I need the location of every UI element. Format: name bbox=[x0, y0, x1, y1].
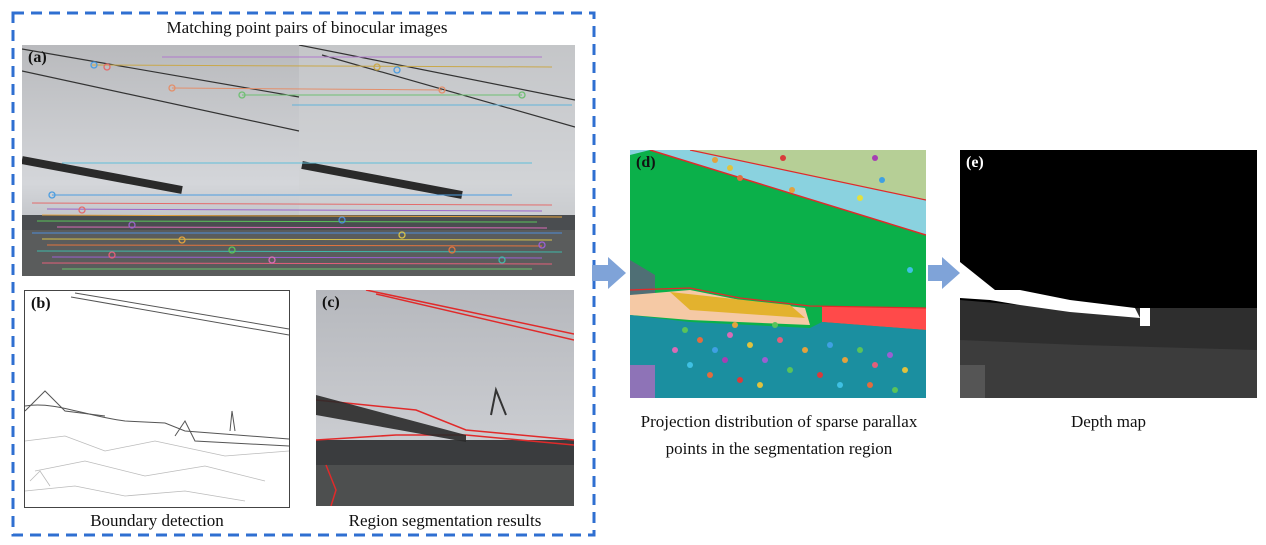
panel-c-label: (c) bbox=[322, 294, 340, 311]
parallax-points bbox=[672, 155, 913, 393]
depth-map-image bbox=[960, 150, 1257, 398]
panel-a-label: (a) bbox=[28, 49, 47, 66]
boundary-caption: Boundary detection bbox=[90, 511, 224, 530]
arrow-to-d bbox=[592, 257, 626, 289]
matching-image bbox=[22, 45, 575, 276]
panel-b-label: (b) bbox=[31, 295, 51, 312]
panel-d-projection-image: (d) bbox=[630, 150, 926, 398]
panel-c-segmentation-image: (c) bbox=[316, 290, 574, 506]
projection-caption-line1: Projection distribution of sparse parall… bbox=[640, 412, 918, 431]
depth-caption: Depth map bbox=[1070, 412, 1147, 431]
panel-d-label: (d) bbox=[636, 154, 656, 171]
boundary-image bbox=[25, 292, 289, 502]
projection-caption-line2: points in the segmentation region bbox=[665, 439, 893, 458]
panel-b-boundary-image: (b) bbox=[24, 290, 290, 508]
panel-e-label: (e) bbox=[966, 154, 984, 171]
panel-a-matching-image: (a) bbox=[22, 45, 575, 276]
region-caption: Region segmentation results bbox=[348, 511, 542, 530]
arrow-to-e bbox=[928, 257, 960, 289]
match-lines bbox=[31, 56, 572, 270]
segmentation-image bbox=[316, 290, 574, 506]
projection-image bbox=[630, 150, 926, 398]
matching-caption: Matching point pairs of binocular images bbox=[166, 18, 448, 37]
panel-e-depth-map: (e) bbox=[960, 150, 1257, 398]
